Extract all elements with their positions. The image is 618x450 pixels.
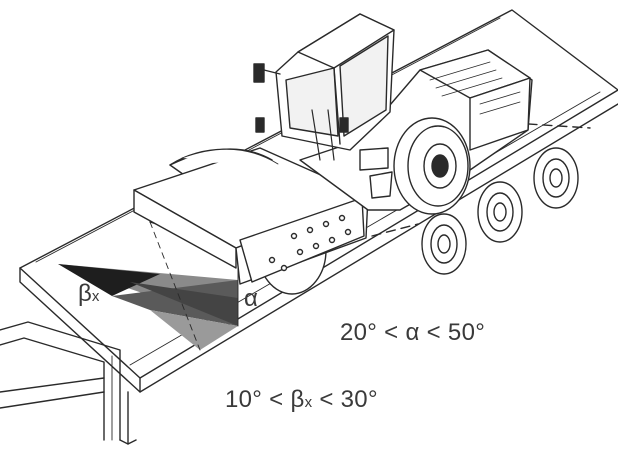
beta-range-formula: 10° < βx < 30° <box>225 388 378 412</box>
roller-drum <box>133 147 369 295</box>
alpha-range-op1: < <box>384 319 399 346</box>
beta-x-angle-label: βx <box>78 282 99 306</box>
operator-cab <box>253 13 395 199</box>
trailer-wheels <box>421 147 579 275</box>
beta-range-lower: 10° <box>225 386 263 413</box>
alpha-angle-label: α <box>244 287 258 311</box>
alpha-range-op2: < <box>426 319 441 346</box>
rear-tyre <box>393 117 471 215</box>
beta-range-subscript: x <box>304 394 313 411</box>
alpha-range-upper: 50° <box>447 319 486 346</box>
beta-symbol: β <box>78 280 92 307</box>
alpha-range-symbol: α <box>405 319 420 346</box>
beta-range-op2: < <box>319 386 334 413</box>
alpha-range-formula: 20° < α < 50° <box>340 321 485 345</box>
beta-range-symbol: β <box>290 386 305 413</box>
beta-subscript: x <box>91 288 100 305</box>
angle-shading <box>58 264 238 350</box>
beta-range-upper: 30° <box>340 386 378 413</box>
alpha-symbol: α <box>244 285 258 312</box>
loading-ramp <box>0 321 137 445</box>
alpha-range-lower: 20° <box>340 319 378 346</box>
beta-range-op1: < <box>269 386 284 413</box>
